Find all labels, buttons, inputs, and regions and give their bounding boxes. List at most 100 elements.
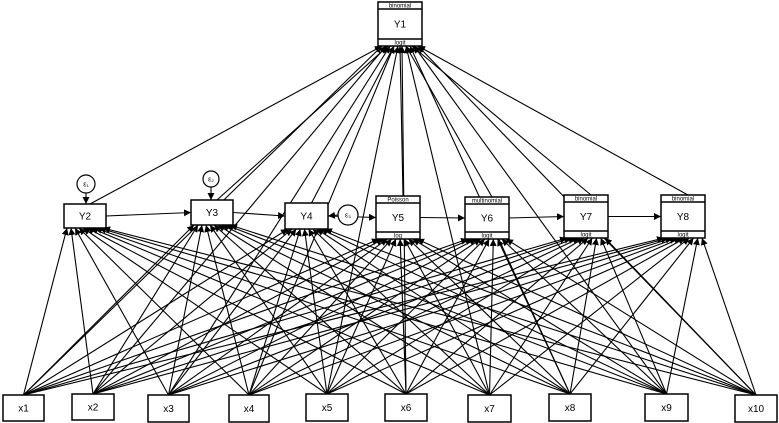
path-x7-to-Y7 <box>489 237 593 396</box>
path-x8-to-Y7 <box>569 237 599 395</box>
node-Y3: Y3 <box>190 199 234 226</box>
link-label: logit <box>580 233 591 239</box>
path-x1-to-Y4 <box>23 228 289 396</box>
path-Y8-to-Y1 <box>417 45 689 196</box>
path-x9-to-Y6 <box>501 238 667 395</box>
node-x4: x4 <box>228 394 270 423</box>
path-x1-to-Y3 <box>23 224 195 396</box>
path-x3-to-Y7 <box>168 237 576 396</box>
path-x7-to-Y2 <box>90 227 490 396</box>
node-label: x10 <box>748 404 765 415</box>
node-Y7: binomial logit Y7 <box>563 194 609 239</box>
node-label: x3 <box>163 404 174 415</box>
path-x2-to-Y1 <box>92 45 387 395</box>
node-x8: x8 <box>548 393 592 422</box>
path-x9-to-Y7 <box>600 237 668 395</box>
node-box <box>190 199 234 226</box>
path-x5-to-Y2 <box>82 227 328 395</box>
path-x6-to-Y8 <box>405 237 686 395</box>
path-x5-to-Y6 <box>326 238 486 395</box>
path-x5-to-Y4 <box>301 228 328 395</box>
node-label: x6 <box>401 403 412 414</box>
path-x2-to-Y3 <box>92 224 199 395</box>
node-label: Y8 <box>677 212 690 223</box>
path-x2-to-Y8 <box>92 236 669 395</box>
path-x8-to-Y5 <box>408 238 571 395</box>
node-label: Y1 <box>394 20 407 31</box>
path-Y6-to-Y1 <box>405 45 493 198</box>
node-x5: x5 <box>305 393 349 422</box>
node-label: Y3 <box>206 208 219 219</box>
node-box <box>644 393 689 422</box>
node-x6: x6 <box>384 393 428 422</box>
path-x3-to-Y6 <box>168 238 477 396</box>
path-x9-to-Y8 <box>665 237 700 395</box>
path-x8-to-Y6 <box>497 238 571 395</box>
node-label: x9 <box>661 403 672 414</box>
node-box <box>734 394 778 423</box>
path-x4-to-Y7 <box>248 237 580 396</box>
node-Y2: Y2 <box>63 203 107 229</box>
path-x2-to-Y7 <box>92 236 572 395</box>
path-Y2-to-Y1 <box>89 45 383 205</box>
path-x1-to-Y7 <box>23 236 568 396</box>
error-term-e2 <box>202 170 220 188</box>
path-x5-to-Y8 <box>326 237 682 395</box>
node-box <box>63 203 107 229</box>
link-label: logit <box>394 41 405 47</box>
error-term-e3 <box>337 204 359 226</box>
link-label: log <box>394 234 402 240</box>
path-x5-to-Y7 <box>326 237 585 395</box>
path-e3-to-Y4 <box>327 211 339 219</box>
path-x2-to-Y6 <box>92 238 473 395</box>
path-x5-to-Y1 <box>326 45 401 395</box>
path-x2-to-Y5 <box>92 238 384 395</box>
link-label: logit <box>677 233 688 239</box>
path-x1-to-Y8 <box>23 236 665 396</box>
node-Y4: Y4 <box>284 202 329 230</box>
path-x9-to-Y2 <box>98 226 667 395</box>
node-box <box>2 394 45 422</box>
path-x1-to-Y5 <box>23 238 380 396</box>
node-box <box>384 393 428 422</box>
path-x2-to-Y4 <box>92 228 293 395</box>
error-term-label: ε₁ <box>83 182 89 189</box>
node-label: x1 <box>18 404 29 415</box>
node-box <box>305 393 349 422</box>
error-term-e1 <box>76 174 96 194</box>
path-x3-to-Y2 <box>74 227 169 396</box>
node-label: Y4 <box>300 212 313 223</box>
family-label: binomial <box>575 197 597 203</box>
node-box <box>147 394 190 423</box>
path-Y2-to-Y3 <box>105 209 192 217</box>
family-label: binomial <box>389 4 411 10</box>
path-x7-to-Y4 <box>312 228 490 396</box>
path-x8-to-Y3 <box>221 224 571 395</box>
node-box <box>71 393 115 421</box>
path-x3-to-Y1 <box>168 45 391 396</box>
node-x3: x3 <box>147 394 190 423</box>
node-x2: x2 <box>71 393 115 421</box>
path-x7-to-Y1 <box>404 45 491 396</box>
path-x10-to-Y2 <box>102 226 757 396</box>
path-x3-to-Y5 <box>168 238 388 396</box>
path-x4-to-Y6 <box>248 238 481 396</box>
path-Y5-to-Y6 <box>419 214 466 222</box>
path-x4-to-Y5 <box>248 238 393 396</box>
node-label: Y7 <box>580 212 593 223</box>
path-x10-to-Y5 <box>416 238 757 396</box>
path-x1-to-Y6 <box>23 238 469 396</box>
path-x9-to-Y5 <box>412 238 667 395</box>
node-x7: x7 <box>467 394 512 423</box>
path-x10-to-Y8 <box>700 237 757 396</box>
path-Y7-to-Y1 <box>411 45 592 196</box>
path-x9-to-Y1 <box>413 45 667 395</box>
path-x5-to-Y5 <box>326 238 397 395</box>
path-Y3-to-Y4 <box>232 211 286 220</box>
path-x6-to-Y5 <box>396 238 407 395</box>
node-label: x4 <box>244 404 255 415</box>
path-x4-to-Y2 <box>78 227 250 396</box>
